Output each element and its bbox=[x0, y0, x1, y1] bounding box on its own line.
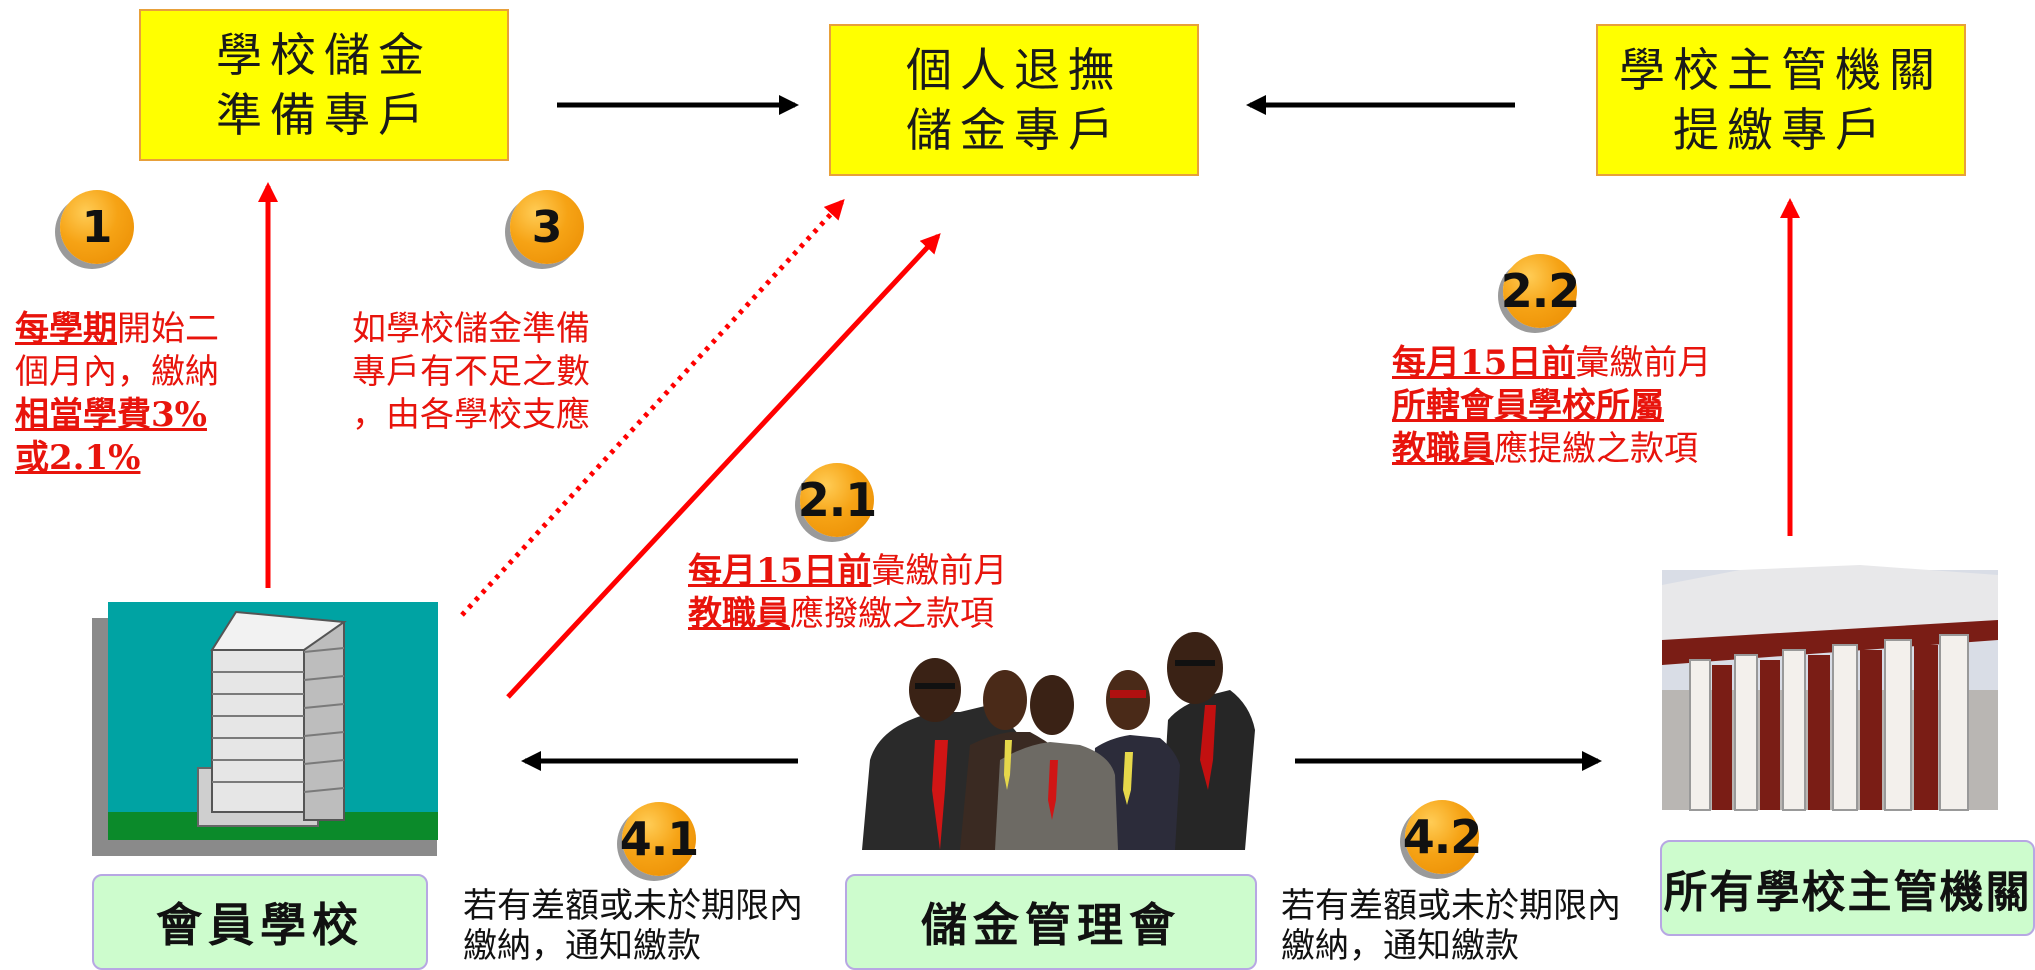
note-step-3: 如學校儲金準備 專戶有不足之數 ，由各學校支應 bbox=[352, 308, 590, 437]
note-3-line1: 如學校儲金準備 bbox=[352, 309, 590, 349]
note-4-2-line2: 繳納，通知繳款 bbox=[1281, 926, 1519, 966]
step-1-number: 1 bbox=[81, 201, 113, 253]
step-4-2-number: 4.2 bbox=[1402, 810, 1482, 864]
note-2-2-line2: 所轄會員學校所屬 bbox=[1392, 386, 1664, 426]
step-2-1-number: 2.1 bbox=[797, 473, 877, 527]
authority-account: 學校主管機關 提繳專戶 bbox=[1596, 24, 1966, 176]
member-school-label: 會員學校 bbox=[156, 898, 364, 952]
arrow-school-to-personal bbox=[506, 233, 941, 699]
committee-people-image bbox=[862, 632, 1255, 850]
step-4-1-badge: 4.1 bbox=[619, 802, 699, 876]
school-reserve-account: 學校儲金 準備專戶 bbox=[139, 9, 509, 161]
note-1-rest: 開始二 bbox=[117, 309, 219, 349]
authority-account-line1: 學校主管機關 bbox=[1619, 43, 1943, 97]
step-2-2-number: 2.2 bbox=[1500, 264, 1580, 318]
note-step-4-1: 若有差額或未於期限內 繳納，通知繳款 bbox=[463, 886, 803, 966]
step-4-2-badge: 4.2 bbox=[1402, 800, 1482, 874]
note-4-2-line1: 若有差額或未於期限內 bbox=[1281, 886, 1621, 926]
committee-box: 儲金管理會 bbox=[845, 874, 1257, 970]
note-1-line3: 相當學費3% bbox=[15, 395, 207, 435]
note-1-line2: 個月內，繳納 bbox=[15, 352, 219, 392]
authorities-box: 所有學校主管機關 bbox=[1660, 840, 2035, 936]
note-step-2-2: 每月15日前彙繳前月 所轄會員學校所屬 教職員應提繳之款項 bbox=[1392, 342, 1711, 471]
school-reserve-account-line2: 準備專戶 bbox=[216, 88, 432, 142]
step-2-1-badge: 2.1 bbox=[797, 463, 877, 537]
step-4-1-number: 4.1 bbox=[619, 812, 699, 866]
step-1-badge: 1 bbox=[60, 190, 134, 264]
note-2-1-em1: 每月15日前 bbox=[688, 551, 872, 591]
note-2-1-rest2: 應撥繳之款項 bbox=[790, 594, 994, 634]
personal-account: 個人退撫 儲金專戶 bbox=[829, 24, 1199, 176]
authority-account-line2: 提繳專戶 bbox=[1673, 103, 1889, 157]
authorities-label: 所有學校主管機關 bbox=[1663, 867, 2032, 918]
note-1-line4: 或2.1% bbox=[15, 438, 141, 478]
note-1-em: 每學期 bbox=[15, 309, 117, 349]
note-step-4-2: 若有差額或未於期限內 繳納，通知繳款 bbox=[1281, 886, 1621, 966]
note-2-2-rest3: 應提繳之款項 bbox=[1494, 429, 1698, 469]
step-3-number: 3 bbox=[531, 201, 563, 253]
note-step-2-1: 每月15日前彙繳前月 教職員應撥繳之款項 bbox=[688, 550, 1007, 636]
authorities-building-image bbox=[1662, 565, 1998, 811]
note-2-1-em2: 教職員 bbox=[688, 594, 790, 634]
note-2-1-rest1: 彙繳前月 bbox=[871, 551, 1008, 591]
school-reserve-account-line1: 學校儲金 bbox=[216, 28, 432, 82]
step-2-2-badge: 2.2 bbox=[1500, 254, 1580, 328]
personal-account-line1: 個人退撫 bbox=[906, 43, 1122, 97]
note-2-2-rest1: 彙繳前月 bbox=[1575, 343, 1712, 383]
step-3-badge: 3 bbox=[510, 190, 584, 264]
personal-account-line2: 儲金專戶 bbox=[906, 103, 1122, 157]
note-3-line3: ，由各學校支應 bbox=[352, 395, 590, 435]
committee-label: 儲金管理會 bbox=[921, 898, 1181, 952]
arrow-school-to-personal-dotted bbox=[460, 199, 845, 617]
note-2-2-em1: 每月15日前 bbox=[1392, 343, 1576, 383]
note-2-2-em3: 教職員 bbox=[1392, 429, 1494, 469]
note-4-1-line1: 若有差額或未於期限內 bbox=[463, 886, 803, 926]
note-3-line2: 專戶有不足之數 bbox=[352, 352, 590, 392]
member-school-box: 會員學校 bbox=[92, 874, 428, 970]
note-step-1: 每學期開始二 個月內，繳納 相當學費3% 或2.1% bbox=[15, 308, 219, 480]
school-building-image bbox=[92, 602, 438, 856]
note-4-1-line2: 繳納，通知繳款 bbox=[463, 926, 701, 966]
